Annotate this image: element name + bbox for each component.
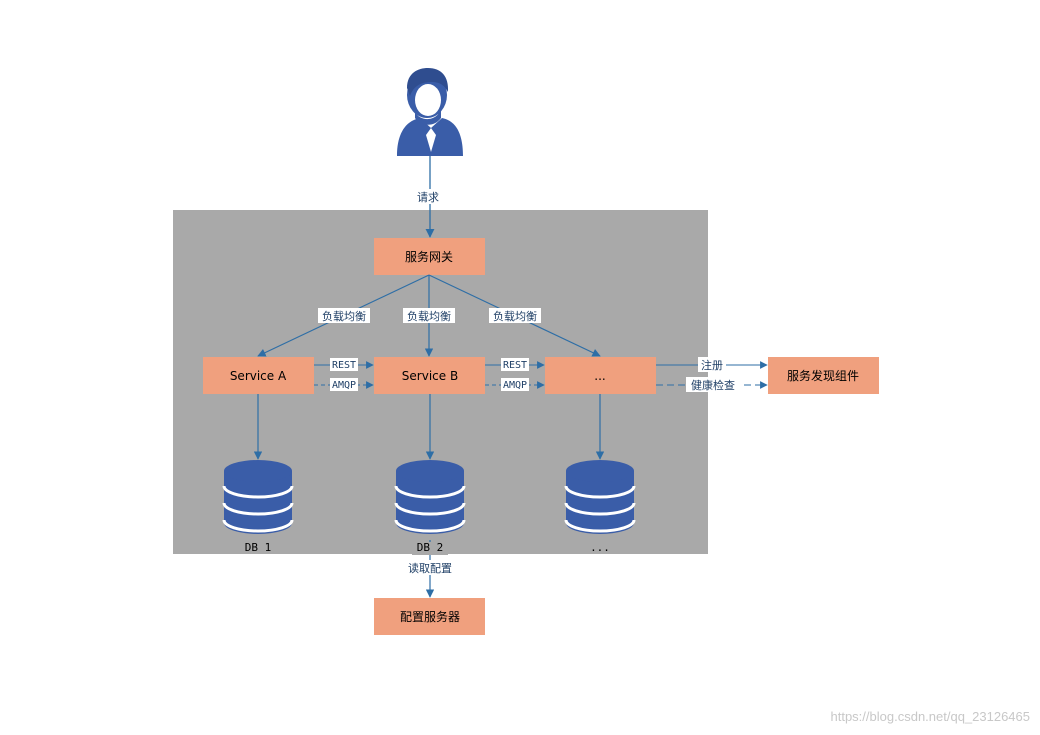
read-config-label: 读取配置 bbox=[408, 561, 452, 575]
db-label-3: ... bbox=[590, 541, 610, 554]
amqp-label-ab: AMQP bbox=[332, 380, 356, 391]
database-icon bbox=[394, 460, 466, 534]
register-label: 注册 bbox=[701, 358, 723, 372]
lb-label-1: 负载均衡 bbox=[322, 309, 366, 323]
service-more-box: ... bbox=[545, 357, 656, 394]
config-server-label: 配置服务器 bbox=[400, 609, 460, 624]
service-b-box: Service B bbox=[374, 357, 485, 394]
service-a-label: Service A bbox=[230, 369, 287, 383]
amqp-label-bc: AMQP bbox=[503, 380, 527, 391]
lb-label-2: 负载均衡 bbox=[407, 309, 451, 323]
service-more-label: ... bbox=[594, 369, 605, 383]
health-check-label: 健康检查 bbox=[691, 378, 735, 392]
db-label-2: DB 2 bbox=[417, 541, 444, 554]
discovery-label: 服务发现组件 bbox=[787, 368, 859, 383]
user-icon bbox=[397, 68, 463, 156]
database-icon bbox=[564, 460, 636, 534]
service-b-label: Service B bbox=[402, 369, 458, 383]
rest-label-bc: REST bbox=[503, 360, 527, 371]
database-icon bbox=[222, 460, 294, 534]
gateway-box: 服务网关 bbox=[374, 238, 485, 275]
gateway-label: 服务网关 bbox=[405, 249, 453, 264]
watermark: https://blog.csdn.net/qq_23126465 bbox=[831, 709, 1031, 724]
discovery-box: 服务发现组件 bbox=[768, 357, 879, 394]
db-label-1: DB 1 bbox=[245, 541, 272, 554]
rest-label-ab: REST bbox=[332, 360, 356, 371]
config-server-box: 配置服务器 bbox=[374, 598, 485, 635]
lb-label-3: 负载均衡 bbox=[493, 309, 537, 323]
request-label: 请求 bbox=[417, 191, 439, 204]
service-a-box: Service A bbox=[203, 357, 314, 394]
